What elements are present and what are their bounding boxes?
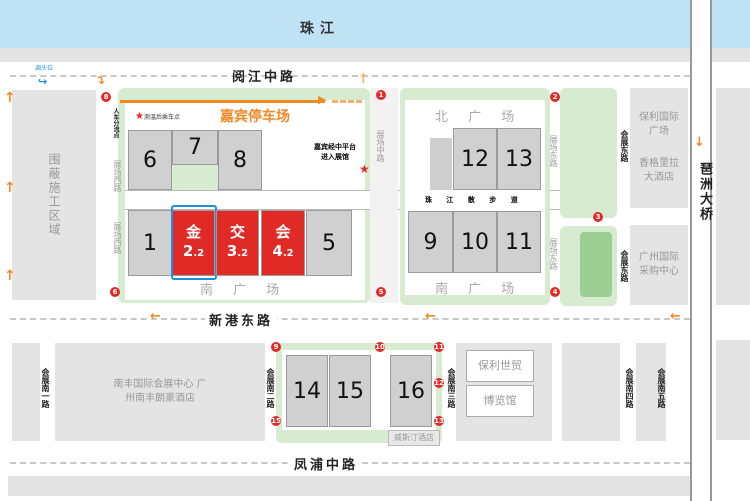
- hall-13[interactable]: 13: [497, 128, 541, 190]
- hall-8[interactable]: 8: [218, 130, 262, 190]
- marker[interactable]: 4: [550, 287, 560, 297]
- walkway-label: 珠 江 散 步 道: [425, 196, 524, 204]
- arrow-up-icon: ↑: [4, 90, 16, 106]
- road-east-label: 会展东路: [620, 250, 629, 282]
- split-label: 人车分流点: [112, 108, 119, 138]
- river-label: 珠江: [300, 21, 340, 37]
- uturn-label: 调头位: [35, 65, 54, 72]
- hall-9[interactable]: 9: [408, 211, 453, 273]
- uturn-icon: ↪: [38, 75, 48, 88]
- block: [562, 343, 620, 441]
- hall-5[interactable]: 5: [306, 210, 352, 276]
- river: [712, 0, 750, 48]
- road-north-label: 阅江中路: [232, 70, 297, 85]
- green-area: [560, 88, 617, 218]
- bridge-label: 琶洲大桥: [697, 162, 712, 222]
- arrow-right-icon: ▶: [318, 93, 327, 106]
- road-east-inner-label: 展场东路: [549, 135, 558, 167]
- block: [636, 343, 666, 441]
- south-plaza-label: 南 广 场: [200, 283, 288, 298]
- vip-entry-label: 嘉宾经中平台进入展馆: [314, 143, 356, 161]
- marker[interactable]: 1: [376, 90, 386, 100]
- road-east-label: 会展东路: [620, 130, 629, 162]
- field: [580, 232, 612, 297]
- checkpoint-label: ★测温后乘车点: [135, 111, 180, 122]
- star-icon: ★: [135, 111, 144, 122]
- building-expo: 博览馆: [466, 385, 534, 417]
- hall-6[interactable]: 6: [128, 130, 172, 190]
- arrow-left-icon: ←: [425, 309, 436, 324]
- building-procurement: 广州国际采购中心: [630, 225, 688, 305]
- hall-10[interactable]: 10: [453, 211, 497, 273]
- marker[interactable]: 2: [550, 92, 560, 102]
- arrow-left-icon: ←: [150, 309, 161, 324]
- arrow-up-icon: ↑: [358, 72, 369, 87]
- north-plaza-label: 北 广 场: [435, 110, 523, 125]
- marker[interactable]: 9: [271, 342, 281, 352]
- building-westin: 威斯汀酒店: [388, 430, 440, 446]
- road-east-inner-label: 展场东路: [549, 238, 558, 270]
- arrow-left-icon: ←: [670, 309, 681, 324]
- arrow-up-icon: ↑: [4, 180, 16, 196]
- road-north: [10, 75, 690, 77]
- parking-route-dashed: [332, 100, 362, 103]
- courtyard: [172, 165, 218, 190]
- building-nanfung: 南丰国际会展中心 广州南丰朗豪酒店: [55, 343, 265, 441]
- road-south5-label: 会展南五路: [657, 368, 666, 408]
- land: [0, 48, 750, 62]
- south-plaza-label: 南 广 场: [435, 282, 523, 297]
- road-south4-label: 会展南四路: [625, 368, 634, 408]
- marker[interactable]: 3: [593, 212, 603, 222]
- arrow-up-icon: ↑: [4, 268, 16, 284]
- block: [12, 343, 40, 441]
- marker[interactable]: 10: [375, 342, 385, 352]
- hall-7[interactable]: 7: [172, 130, 218, 165]
- road-middle: [10, 318, 690, 320]
- marker[interactable]: 13: [434, 416, 444, 426]
- block: [716, 88, 750, 305]
- building-poly-plaza: 保利国际广场香格里拉大酒店: [630, 88, 688, 208]
- road-west-label: 展场西路: [113, 160, 122, 192]
- hall-15[interactable]: 15: [329, 355, 371, 427]
- marker[interactable]: 5: [376, 287, 386, 297]
- star-icon: ★: [359, 162, 370, 176]
- road-south-label: 凤浦中路: [290, 454, 363, 473]
- construction-area: 围蔽施工区域: [12, 90, 96, 300]
- road-south2-label: 会展南二路: [266, 368, 275, 408]
- marker[interactable]: 11: [434, 342, 444, 352]
- bridge-road: [690, 0, 712, 501]
- hall-1[interactable]: 1: [128, 210, 172, 276]
- hall-11[interactable]: 11: [497, 211, 541, 273]
- hall-16[interactable]: 16: [390, 355, 432, 427]
- arrow-icon: ↴: [95, 73, 106, 87]
- hall-14[interactable]: 14: [286, 355, 328, 427]
- marker[interactable]: 12: [434, 378, 444, 388]
- hall-12[interactable]: 12: [453, 128, 497, 190]
- block: [716, 340, 750, 440]
- center-road: [370, 88, 398, 303]
- road-west-label: 展场西路: [113, 222, 122, 254]
- road-south1-label: 会展南一路: [41, 368, 50, 408]
- marker[interactable]: 15: [271, 416, 281, 426]
- marker[interactable]: 8: [101, 92, 111, 102]
- road-south3-label: 会展南三路: [447, 368, 456, 408]
- block: [8, 476, 690, 496]
- vip-parking-label: 嘉宾停车场: [220, 109, 290, 125]
- structure: [430, 138, 452, 190]
- parking-route: [120, 100, 325, 103]
- arrow-down-icon: ↓: [694, 135, 705, 150]
- river: [0, 0, 690, 48]
- road-middle-label: 新港东路: [205, 310, 278, 329]
- road-center-label: 展场中路: [376, 130, 385, 162]
- selected-highlight: [171, 205, 217, 280]
- building-poly-trade: 保利世贸: [466, 350, 534, 382]
- marker[interactable]: 6: [110, 287, 120, 297]
